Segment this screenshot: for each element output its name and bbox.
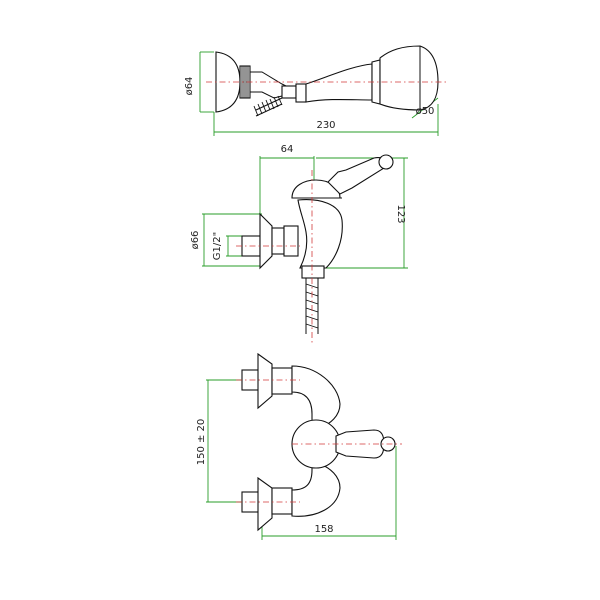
upper-flange — [257, 352, 273, 410]
mixer-body — [297, 199, 343, 269]
label-thread: G1/2" — [212, 232, 223, 260]
hose-nut — [281, 85, 297, 99]
lower-flange — [257, 476, 273, 532]
upper-nut — [271, 367, 293, 395]
handle-collar — [295, 83, 307, 103]
lower-nut — [271, 487, 293, 515]
label-width: 158 — [314, 524, 333, 535]
mixer-side-view: 64 123 ø66 G1/2" — [190, 144, 408, 344]
inlet-nut — [271, 227, 285, 255]
label-length: 230 — [316, 120, 335, 131]
label-centres: 150 ± 20 — [196, 419, 207, 466]
inlet-nut-2 — [283, 225, 299, 257]
lever-handle — [327, 157, 387, 195]
label-depth: 64 — [281, 144, 294, 155]
hose-spring — [253, 95, 283, 117]
label-outlet-diameter: ø50 — [416, 106, 435, 117]
mixer-front-view: 150 ± 20 158 — [196, 352, 402, 540]
label-head-diameter: ø64 — [184, 77, 195, 96]
lever-knob — [378, 154, 394, 170]
bracket-bottom — [250, 91, 283, 99]
outlet-head — [379, 45, 439, 111]
label-flange-diameter: ø66 — [190, 231, 201, 250]
label-height: 123 — [395, 204, 406, 223]
shower-hose — [305, 278, 319, 334]
handshower-view: ø64 230 ø50 — [184, 45, 448, 136]
wall-flange — [259, 212, 273, 270]
handle-body — [305, 63, 373, 103]
hose-outlet-nut — [301, 265, 325, 279]
